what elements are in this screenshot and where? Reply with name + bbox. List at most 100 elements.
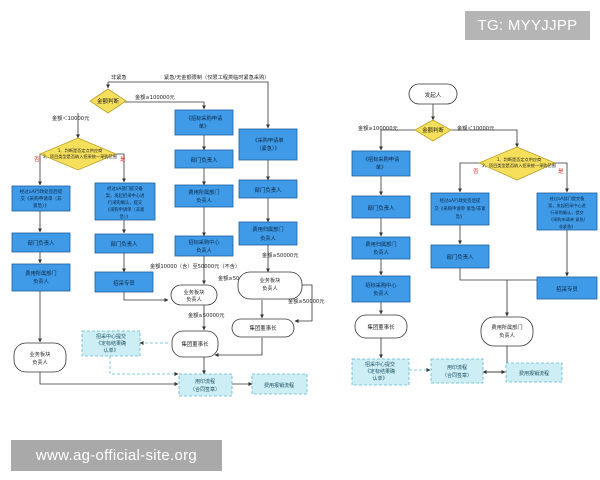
group-chairman-terminal: 集团董事长 bbox=[171, 330, 219, 358]
svg-text:急）》: 急）》 bbox=[120, 213, 131, 220]
edge-label: 金额10000（含）至50000元（不含） bbox=[150, 262, 240, 270]
svg-text:1、判断是否定点供应商: 1、判断是否定点供应商 bbox=[497, 156, 542, 163]
dept-head-box: 部门负责人 bbox=[351, 195, 411, 219]
svg-text:案，发起招采中心进: 案，发起招采中心进 bbox=[548, 202, 587, 209]
svg-text:经过oA部门提交备: 经过oA部门提交备 bbox=[107, 185, 143, 192]
amount-decision: 金额判断 bbox=[414, 119, 452, 142]
svg-text:《招标采购申请: 《招标采购申请 bbox=[186, 114, 222, 122]
bid-request-box: 《招标采购申请 单》 bbox=[351, 150, 411, 177]
connector bbox=[294, 284, 313, 323]
svg-text:《采购申请单 紧急/: 《采购申请单 紧急/ bbox=[549, 216, 586, 223]
svg-text:单》: 单》 bbox=[376, 163, 386, 171]
svg-text:交《采购申请单 紧急/非紧: 交《采购申请单 紧急/非紧 bbox=[434, 205, 486, 212]
svg-text:招采专员: 招采专员 bbox=[113, 279, 135, 287]
svg-text:业务板块: 业务板块 bbox=[184, 288, 206, 296]
svg-text:集团董事长: 集团董事长 bbox=[250, 324, 278, 332]
svg-text:非紧急》: 非紧急》 bbox=[559, 223, 576, 230]
svg-text:费用所属部门: 费用所属部门 bbox=[25, 269, 56, 277]
bid-center-head-box: 招标采购中心 负责人 bbox=[174, 235, 234, 257]
svg-text:经过oA行政处签后提: 经过oA行政处签后提 bbox=[20, 188, 63, 195]
svg-text:费用所属部门: 费用所属部门 bbox=[491, 323, 522, 331]
svg-text:金额判断: 金额判断 bbox=[422, 126, 444, 134]
no-label: 否 bbox=[34, 156, 40, 163]
svg-text:部门负责人: 部门负责人 bbox=[111, 240, 139, 248]
svg-text:负责人: 负责人 bbox=[499, 331, 515, 339]
svg-text:集团董事长: 集团董事长 bbox=[368, 323, 396, 331]
svg-text:《采购申请单: 《采购申请单 bbox=[252, 136, 283, 144]
dept-head-box: 部门负责人 bbox=[94, 233, 154, 254]
svg-text:业务板块: 业务板块 bbox=[260, 276, 282, 284]
group-president-terminal: 集团董事长 bbox=[354, 314, 408, 339]
edge-label: 金额＜10000元 bbox=[457, 124, 494, 132]
svg-text:负责人: 负责人 bbox=[186, 295, 202, 303]
group-president-terminal: 业务板块 负责人 bbox=[237, 271, 303, 300]
svg-text:负责人: 负责人 bbox=[262, 284, 278, 292]
connector bbox=[116, 153, 126, 183]
svg-text:1、判断是否定点供应商: 1、判断是否定点供应商 bbox=[58, 147, 103, 154]
svg-text:金额判断: 金额判断 bbox=[97, 97, 120, 105]
edge-label: 金额＜10000元 bbox=[52, 114, 89, 122]
svg-text:经过oA行政处签后提: 经过oA行政处签后提 bbox=[440, 197, 481, 204]
no-label: 否 bbox=[473, 168, 479, 175]
svg-text:费用报销流程: 费用报销流程 bbox=[519, 370, 549, 377]
svg-text:部门负责人: 部门负责人 bbox=[191, 156, 219, 164]
bid-center-head-box: 招标采购中心 负责人 bbox=[351, 275, 411, 303]
right-edge-labels: 金额≥100000元 金额＜10000元 bbox=[358, 124, 494, 132]
bid-request-box: 《招标采购申请 单》 bbox=[174, 109, 234, 136]
svg-text:行采购确认，提交: 行采购确认，提交 bbox=[550, 209, 584, 216]
reimburse-flow-box: 费用报销流程 bbox=[251, 373, 308, 395]
svg-text:案，发起招采中心进: 案，发起招采中心进 bbox=[106, 192, 145, 199]
svg-text:2、项目类型是否纳入招采统一采购范围: 2、项目类型是否纳入招采统一采购范围 bbox=[43, 153, 117, 160]
amount-decision: 金额判断 bbox=[89, 88, 127, 114]
connector bbox=[108, 81, 270, 129]
svg-text:用印流程: 用印流程 bbox=[195, 378, 215, 385]
procure-specialist-box: 招采专员 bbox=[94, 271, 154, 293]
start-terminal: 发起人 bbox=[408, 83, 458, 105]
oa-request-box: 经过oA行政处签后提 交《采购申请单 紧急/非紧 急》 bbox=[430, 192, 490, 226]
svg-text:单》: 单》 bbox=[199, 122, 209, 130]
connector bbox=[555, 162, 569, 193]
connector bbox=[125, 101, 206, 110]
edge-label: 金额≥100000元 bbox=[135, 93, 175, 101]
cost-owner-terminal: 费用所属部门 负责人 bbox=[480, 316, 534, 347]
svg-text:（紧急）》: （紧急）》 bbox=[256, 144, 279, 152]
svg-text:负责人: 负责人 bbox=[33, 277, 49, 285]
connector bbox=[451, 129, 519, 148]
dept-head-box: 部门负责人 bbox=[11, 232, 71, 253]
edge-label: 金额≥100000元 bbox=[358, 124, 398, 132]
svg-text:费用归属部门: 费用归属部门 bbox=[252, 225, 283, 233]
svg-text:费用归属部门: 费用归属部门 bbox=[365, 240, 396, 248]
svg-text:行采购确认，提交: 行采购确认，提交 bbox=[108, 199, 143, 206]
edge-label: 金额≥50000元 bbox=[188, 311, 224, 319]
svg-text:负责人: 负责人 bbox=[32, 358, 48, 366]
edge-label: 金额≥50000元 bbox=[288, 297, 324, 305]
svg-text:部门负责人: 部门负责人 bbox=[255, 186, 283, 194]
reimburse-flow-box: 费用报销流程 bbox=[505, 362, 563, 383]
svg-text:负责人: 负责人 bbox=[196, 196, 212, 204]
watermark-bottom: www.ag-official-site.org bbox=[11, 440, 222, 471]
connector bbox=[109, 356, 179, 376]
dept-head-box: 部门负责人 bbox=[238, 179, 298, 199]
dept-head-box: 部门负责人 bbox=[430, 244, 490, 269]
contract-flow-box: 用印流程 （合同签章） bbox=[430, 358, 484, 384]
svg-text:负责人: 负责人 bbox=[373, 248, 389, 256]
urgent-request-box: 《采购申请单 （紧急）》 bbox=[238, 128, 298, 161]
connector bbox=[458, 162, 479, 193]
svg-text:（合同签章）: （合同签章） bbox=[190, 386, 220, 393]
left-edge-labels: 非紧急 紧急/无金额限制（仅限工程类临时紧急采购） 金额≥100000元 金额＜… bbox=[52, 73, 324, 319]
svg-text:（合同签章）: （合同签章） bbox=[442, 372, 472, 379]
supplier-check-decision: 1、判断是否定点供应商 2、项目类型是否纳入招采统一采购范围 bbox=[477, 146, 557, 181]
svg-text:发起人: 发起人 bbox=[425, 91, 442, 99]
edge-label: 非紧急 bbox=[111, 73, 127, 81]
svg-text:紧急）》: 紧急）》 bbox=[33, 202, 49, 209]
svg-text:认单》: 认单》 bbox=[372, 375, 387, 382]
left-dashed-links bbox=[109, 341, 179, 376]
svg-text:招采专员: 招采专员 bbox=[556, 285, 578, 293]
connector bbox=[379, 129, 415, 151]
edge-label: 金额≥50000元 bbox=[218, 274, 254, 282]
contract-flow-box: 用印流程 （合同签章） bbox=[178, 373, 233, 397]
svg-text:招标采购中心: 招标采购中心 bbox=[365, 281, 396, 289]
svg-text:《招标采购申请: 《招标采购申请 bbox=[363, 155, 399, 163]
svg-text:部门负责人: 部门负责人 bbox=[368, 204, 396, 212]
